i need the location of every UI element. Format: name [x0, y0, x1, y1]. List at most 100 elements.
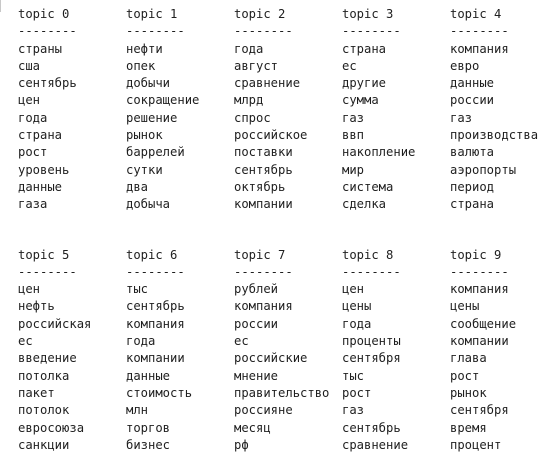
topic-separator: --------: [18, 264, 77, 279]
topic-word: данные: [450, 76, 495, 91]
topic-word: цен: [18, 282, 41, 297]
topic-separator: --------: [234, 264, 293, 279]
topic-word: месяц: [234, 420, 271, 435]
topic-word: накопление: [342, 145, 416, 160]
topic-word: время: [450, 420, 487, 435]
topic-word: август: [234, 58, 279, 73]
topic-word: сша: [18, 58, 41, 73]
topic-word: валюта: [450, 145, 495, 160]
topic-separator: --------: [342, 24, 401, 39]
topic-word: аэропорты: [450, 162, 517, 177]
topic-word: потолка: [18, 368, 70, 383]
topic-word: компании: [234, 197, 293, 212]
topic-word: года: [126, 334, 156, 349]
topic-word: сентября: [342, 351, 401, 366]
cell-edge-marker: [0, 0, 6, 12]
topic-word: компании: [450, 334, 509, 349]
topic-word: сентябрь: [342, 420, 401, 435]
topic-word: глава: [450, 351, 487, 366]
topic-word: тыс: [126, 282, 149, 297]
topic-title: topic 5: [18, 247, 70, 262]
topic-word: россии: [234, 316, 279, 331]
topic-word: компания: [126, 316, 185, 331]
topic-title: topic 3: [342, 7, 394, 21]
topic-word: ес: [18, 334, 33, 349]
topic-word: период: [450, 179, 495, 194]
topic-separator: --------: [18, 24, 77, 39]
topic-word: спрос: [234, 110, 271, 125]
topic-word: компания: [234, 299, 293, 314]
topic-word: российские: [234, 351, 308, 366]
topic-title: topic 8: [342, 247, 394, 262]
topic-title: topic 4: [450, 7, 502, 21]
topic-word: газ: [342, 403, 365, 418]
topic-word: правительство: [234, 385, 330, 400]
topic-word: нефть: [18, 299, 55, 314]
topic-word: добычи: [126, 76, 171, 91]
topic-word: газ: [342, 110, 365, 125]
topic-word: введение: [18, 351, 77, 366]
topic-word: российское: [234, 128, 308, 143]
topic-word: страны: [18, 41, 63, 56]
topic-separator: --------: [450, 24, 509, 39]
topic-word: млн: [126, 403, 149, 418]
topic-word: поставки: [234, 145, 293, 160]
topic-word: россияне: [234, 403, 293, 418]
topic-word: сентябрь: [126, 299, 185, 314]
topic-word: года: [342, 316, 372, 331]
topic-word: пакет: [18, 385, 55, 400]
topic-separator: --------: [126, 24, 185, 39]
topic-word: компания: [450, 41, 509, 56]
topic-word: компании: [126, 351, 185, 366]
topic-word: система: [342, 179, 394, 194]
topic-word: рост: [18, 145, 48, 160]
topic-word: цены: [450, 299, 480, 314]
topic-word: уровень: [18, 162, 70, 177]
topic-word: баррелей: [126, 145, 185, 160]
topic-word: газ: [450, 110, 473, 125]
topic-word: санкции: [18, 437, 70, 452]
topic-word: рост: [450, 368, 480, 383]
topic-word: цен: [342, 282, 365, 297]
topic-word: россии: [450, 93, 495, 108]
topic-separator: --------: [234, 24, 293, 39]
topic-word: опек: [126, 58, 156, 73]
topic-word: сделка: [342, 197, 387, 212]
topic-word: добыча: [126, 197, 171, 212]
topic-word: цены: [342, 299, 372, 314]
topic-row-2: topic 5 -------- цен нефть российская ес введе…: [18, 247, 554, 455]
topic-word: сравнение: [234, 76, 301, 91]
topic-word: сутки: [126, 162, 163, 177]
topic-column-5: topic 5 -------- цен нефть российская ес введе…: [18, 247, 126, 455]
topic-word: млрд: [234, 93, 264, 108]
topic-word: рынок: [450, 385, 487, 400]
topic-separator: --------: [342, 264, 401, 279]
topic-separator: --------: [126, 264, 185, 279]
topic-title: topic 1: [126, 7, 178, 21]
topic-word: тыс: [342, 368, 365, 383]
topic-column-6: topic 6 -------- тыс сентябрь компания года ко…: [126, 247, 234, 455]
topic-word: рост: [342, 385, 372, 400]
topic-title: topic 2: [234, 7, 286, 21]
topic-word: страна: [18, 128, 63, 143]
topic-word: ес: [234, 334, 249, 349]
topic-word: сентябрь: [18, 76, 77, 91]
topic-word: сообщение: [450, 316, 517, 331]
topic-word: решение: [126, 110, 178, 125]
topic-word: мнение: [234, 368, 279, 383]
topic-word: данные: [18, 179, 63, 194]
topic-title: topic 6: [126, 247, 178, 262]
topic-word: российская: [18, 316, 92, 331]
topic-word: компания: [450, 282, 509, 297]
topic-word: года: [18, 110, 48, 125]
topic-word: рублей: [234, 282, 279, 297]
topic-word: сентябрь: [234, 162, 293, 177]
topic-word: газа: [18, 197, 48, 212]
topic-word: мир: [342, 162, 365, 177]
